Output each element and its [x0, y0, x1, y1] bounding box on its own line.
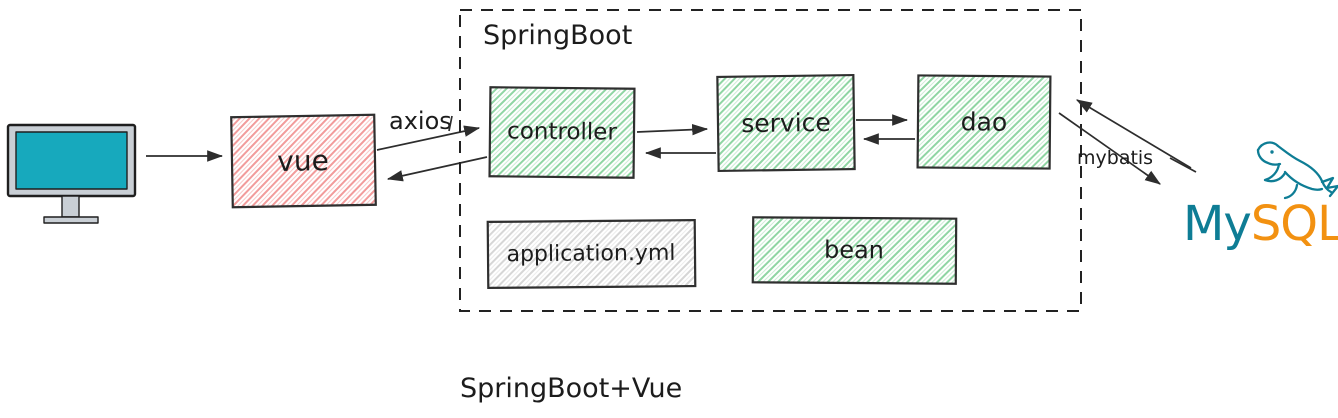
application-yml-label: application.yml [506, 241, 675, 267]
controller-to-vue-arrow [386, 156, 488, 182]
mysql-logo-text: MySQL [1183, 196, 1338, 252]
dao-box: dao [916, 74, 1052, 170]
bean-label: bean [824, 236, 884, 264]
vue-to-controller-arrow [376, 125, 481, 151]
diagram-caption: SpringBoot+Vue [460, 373, 682, 404]
vue-box: vue [230, 113, 377, 209]
application-yml-box: application.yml [486, 218, 697, 290]
axios-edge-label: axios [389, 107, 452, 135]
mysql-logo-sql: SQL [1251, 196, 1338, 252]
mysql-to-dao-arrow-sketch-tail [1169, 157, 1197, 173]
mysql-logo-my: My [1183, 196, 1251, 252]
controller-box: controller [488, 86, 636, 179]
mybatis-edge-label: mybatis [1077, 147, 1153, 169]
axios-stray-stroke [448, 115, 453, 132]
service-box: service [716, 73, 856, 173]
dolphin-eye [1270, 150, 1274, 154]
dao-label: dao [961, 107, 1008, 136]
bean-box: bean [751, 216, 958, 285]
monitor-stand [61, 195, 80, 218]
controller-label: controller [507, 118, 618, 145]
mysql-dolphin-icon [1256, 141, 1338, 200]
controller-to-service-arrow [636, 123, 709, 136]
springboot-container-label: SpringBoot [483, 20, 632, 51]
dao-to-mysql-arrow [1058, 112, 1161, 185]
monitor-screen [15, 131, 128, 190]
mysql-to-dao-arrow [1076, 99, 1192, 169]
desktop-monitor-icon [6, 123, 137, 224]
service-label: service [741, 108, 831, 138]
vue-label: vue [277, 144, 329, 178]
monitor-base [43, 216, 99, 224]
